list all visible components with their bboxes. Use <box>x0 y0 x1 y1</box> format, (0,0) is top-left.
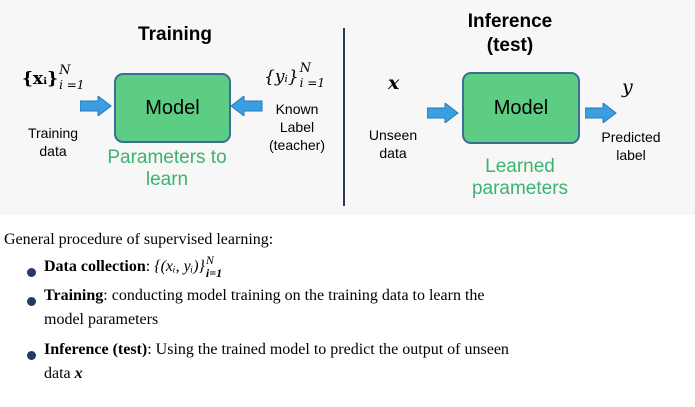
training-label-text: Known Label (teacher) <box>262 100 332 154</box>
item-inference-line2: data x <box>44 365 83 383</box>
inference-input-math: x <box>388 72 400 94</box>
item-1-sub: i=1 <box>205 266 223 280</box>
item-3-rest-line1: : Using the trained model to predict the… <box>147 341 509 358</box>
training-params-line2: learn <box>145 169 189 190</box>
training-input-arrow <box>80 96 112 116</box>
training-params-label: Parameters to learn <box>92 147 242 191</box>
inference-input-label-line2: data <box>379 145 407 161</box>
inference-output-arrow <box>585 103 617 123</box>
training-label-set: {yᵢ} <box>264 67 299 87</box>
training-input-sub: i =1 <box>59 78 85 92</box>
training-label-arrow <box>231 96 263 116</box>
inference-title-line1: Inference <box>467 11 553 32</box>
inference-output-math: y <box>622 76 633 98</box>
item-1-colon: : <box>145 258 155 275</box>
inference-title: Inference (test) <box>455 10 565 58</box>
inference-input-arrow <box>427 103 459 123</box>
inference-params-line2: parameters <box>471 178 569 199</box>
item-1-math: {(xᵢ, yᵢ)} <box>154 258 205 275</box>
training-input-label-line2: data <box>39 143 67 159</box>
inference-model-label: Model <box>493 96 549 119</box>
training-label-sub: i =1 <box>299 76 325 90</box>
inference-input-label-line1: Unseen <box>368 127 418 143</box>
inference-output-label: Predicted label <box>590 128 672 164</box>
inference-model-box: Model <box>462 72 580 144</box>
item-2-bold: Training <box>44 287 104 304</box>
item-inference-line1: Inference (test): Using the trained mode… <box>44 341 509 359</box>
inference-params-line1: Learned <box>485 156 555 177</box>
training-model-box: Model <box>114 73 231 143</box>
section-divider <box>343 28 345 206</box>
item-training-line2: model parameters <box>44 311 159 328</box>
inference-params-label: Learned parameters <box>440 156 600 200</box>
inference-input-label: Unseen data <box>362 126 424 162</box>
training-params-line1: Parameters to <box>107 147 227 168</box>
training-input-label-line1: Training <box>27 125 79 141</box>
item-3-line2-math: x <box>74 365 83 382</box>
training-input-label: Training data <box>18 124 88 160</box>
inference-output-label-line2: label <box>616 147 646 163</box>
bullet-3 <box>27 351 36 360</box>
inference-output-label-line1: Predicted <box>601 129 661 145</box>
item-1-bold: Data collection <box>44 258 146 275</box>
training-title: Training <box>138 24 212 45</box>
item-training-line1: Training: conducting model training on t… <box>44 287 485 305</box>
training-label-text-line1: Known <box>275 101 319 117</box>
training-model-label: Model <box>145 96 200 119</box>
training-input-sup: N <box>59 63 71 78</box>
training-label-sup: N <box>299 61 312 76</box>
item-3-bold: Inference (test) <box>44 341 148 358</box>
inference-title-line2: (test) <box>486 35 534 56</box>
bullet-2 <box>27 297 36 306</box>
item-1-sup: N <box>205 253 214 267</box>
bullet-1 <box>27 268 36 277</box>
training-input-set: {xᵢ} <box>22 69 59 89</box>
training-label-text-line2: Label <box>279 119 315 135</box>
item-2-rest-line1: : conducting model training on the train… <box>103 287 485 304</box>
item-3-line2-prefix: data <box>44 365 75 382</box>
training-label-text-line3: (teacher) <box>268 137 326 153</box>
intro-text: General procedure of supervised learning… <box>4 231 274 248</box>
